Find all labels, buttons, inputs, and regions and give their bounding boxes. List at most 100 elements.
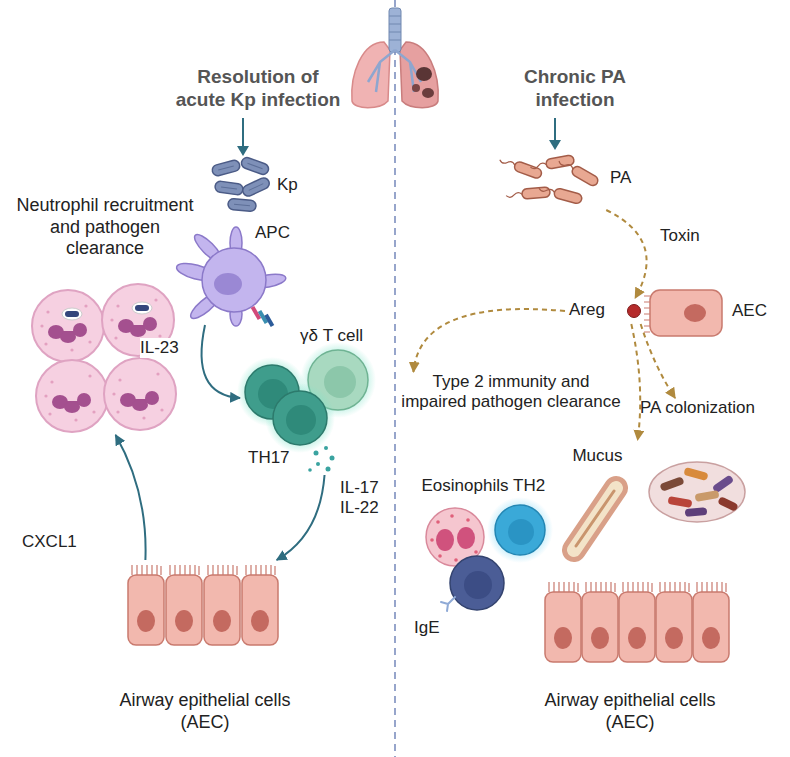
airway-epithelium bbox=[242, 565, 278, 645]
node-label: Eosinophils bbox=[415, 476, 515, 496]
lungs-icon bbox=[416, 67, 432, 81]
receptor-pair bbox=[264, 314, 274, 327]
airway-epithelium bbox=[656, 582, 692, 662]
eosinophil-cell bbox=[430, 514, 478, 562]
connector-arrow bbox=[631, 324, 640, 440]
node-label: Kp bbox=[277, 175, 313, 195]
cytokine-dots bbox=[308, 446, 334, 472]
th2-cell bbox=[487, 497, 553, 563]
neutrophil-cells bbox=[62, 308, 82, 320]
eosinophil-cell bbox=[457, 527, 475, 549]
apc-cell: APC bbox=[170, 215, 310, 325]
airway-epithelium bbox=[204, 565, 240, 645]
kp-bacteria bbox=[228, 198, 257, 211]
cytokine-dots bbox=[314, 451, 319, 456]
bacteria-cluster: PA bbox=[505, 150, 640, 210]
node-label: Airway epithelial cells (AEC) bbox=[530, 690, 730, 733]
pa-bacteria bbox=[530, 155, 575, 172]
bacteria-cluster: Kp bbox=[205, 155, 315, 217]
kp-bacteria bbox=[241, 176, 271, 198]
lungs-icon bbox=[422, 88, 434, 98]
eosinophil-cell bbox=[436, 520, 440, 524]
eosinophil-cell bbox=[474, 550, 478, 554]
edge-label: Toxin bbox=[660, 226, 720, 246]
biofilm bbox=[649, 462, 745, 522]
kp-bacteria bbox=[214, 181, 243, 196]
connector-arrow bbox=[641, 324, 675, 398]
b-cell bbox=[441, 597, 455, 611]
flow-arrow bbox=[554, 118, 556, 141]
kp-bacteria bbox=[211, 159, 241, 177]
node-label: Type 2 immunity and impaired pathogen cl… bbox=[400, 372, 622, 413]
connector-arrow bbox=[277, 475, 325, 560]
lungs-icon bbox=[352, 8, 438, 108]
neutrophil-cells bbox=[65, 311, 79, 317]
epithelial-cell bbox=[650, 290, 722, 336]
th17-cell bbox=[237, 357, 335, 453]
eosinophil-cell bbox=[454, 558, 458, 562]
th17-cell bbox=[273, 391, 327, 445]
edge-label: CXCL1 bbox=[22, 532, 92, 552]
b-cell bbox=[464, 571, 492, 599]
connector-arrow bbox=[413, 309, 565, 372]
connector-arrow bbox=[606, 210, 646, 298]
flow-arrow bbox=[237, 118, 561, 156]
panel-heading: Resolution of acute Kp infection bbox=[173, 66, 343, 112]
cytokine-dots bbox=[330, 456, 335, 461]
epithelial-cell bbox=[644, 296, 650, 332]
airway-epithelium bbox=[128, 565, 278, 645]
receptor-pair bbox=[251, 306, 274, 327]
biofilm bbox=[683, 467, 708, 481]
biofilm bbox=[649, 462, 745, 522]
th2-cell: TH2 bbox=[495, 476, 553, 558]
cytokine-dots bbox=[316, 462, 320, 466]
edge-label: IL-23 bbox=[140, 338, 190, 358]
gamma-delta-t-cell bbox=[324, 366, 356, 398]
lungs-icon bbox=[389, 8, 401, 52]
connector-arrow bbox=[116, 435, 146, 560]
apc-cell bbox=[214, 273, 242, 295]
node-label: TH17 bbox=[248, 448, 308, 468]
neutrophil-cells bbox=[32, 290, 104, 362]
biofilm bbox=[694, 490, 719, 502]
areg-dot bbox=[628, 305, 641, 318]
b-cell bbox=[450, 556, 504, 610]
biofilm: PA colonization bbox=[640, 398, 757, 533]
neutrophil-cells bbox=[36, 360, 108, 432]
immune-response-group: Type 2 immunity and impaired pathogen cl… bbox=[400, 372, 624, 418]
b-cell bbox=[441, 556, 504, 611]
airway-epithelium bbox=[619, 582, 655, 662]
epithelial-cell bbox=[684, 304, 706, 322]
biofilm bbox=[659, 476, 684, 492]
edge-label: IL-17 IL-22 bbox=[340, 478, 390, 519]
epithelium: Airway epithelial cells (AEC) bbox=[530, 575, 732, 745]
mucus-airway bbox=[574, 488, 616, 550]
flow-arrow bbox=[549, 140, 561, 150]
biofilm bbox=[685, 507, 708, 517]
antibody-label: IgE bbox=[414, 618, 454, 638]
pa-bacteria bbox=[557, 157, 600, 188]
node-label: Mucus bbox=[555, 446, 640, 466]
neutrophil-cells bbox=[132, 302, 152, 314]
divider-line bbox=[395, 0, 396, 757]
th2-cell bbox=[487, 497, 553, 563]
node-label: APC bbox=[255, 223, 305, 243]
th2-cell bbox=[508, 519, 534, 545]
node-label: PA bbox=[610, 168, 638, 188]
neutrophil-group: Neutrophil recruitment and pathogen clea… bbox=[10, 195, 202, 435]
th17-cell bbox=[286, 405, 316, 435]
eosinophil-cell bbox=[466, 518, 470, 522]
epithelium: Airway epithelial cells (AEC) bbox=[105, 560, 307, 740]
node-label: γδ T cell bbox=[300, 326, 386, 346]
mucus-airway bbox=[576, 491, 614, 546]
kp-bacteria bbox=[211, 156, 271, 212]
apc-cell bbox=[202, 248, 266, 312]
eosinophil-cell: Eosinophils bbox=[415, 476, 517, 568]
flow-arrow bbox=[237, 146, 249, 156]
panel-heading: Chronic PA infection bbox=[515, 66, 635, 112]
mucus-airway bbox=[574, 488, 616, 550]
epithelial-cell: AEC bbox=[645, 284, 776, 340]
divider-line bbox=[394, 0, 396, 757]
